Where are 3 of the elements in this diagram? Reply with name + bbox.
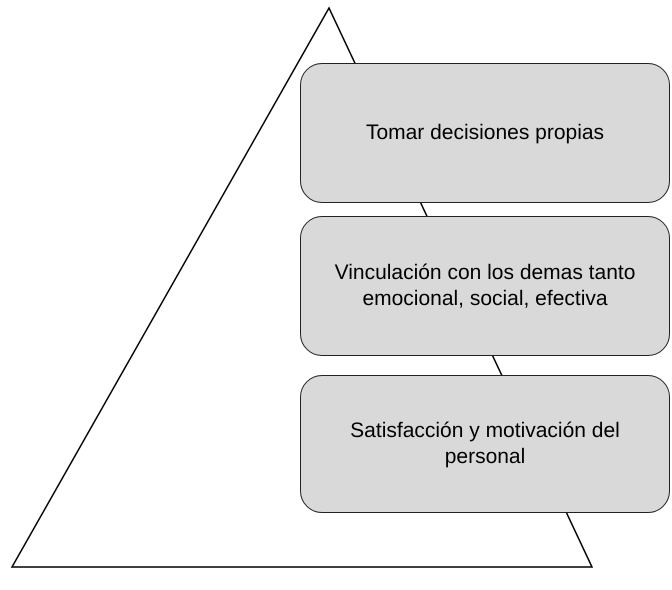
rounded-box: Tomar decisiones propias — [300, 63, 670, 203]
rounded-box: Satisfacción y motivación del personal — [300, 375, 670, 513]
rounded-box: Vinculación con los demas tanto emocional, social, efectiva — [300, 216, 670, 356]
